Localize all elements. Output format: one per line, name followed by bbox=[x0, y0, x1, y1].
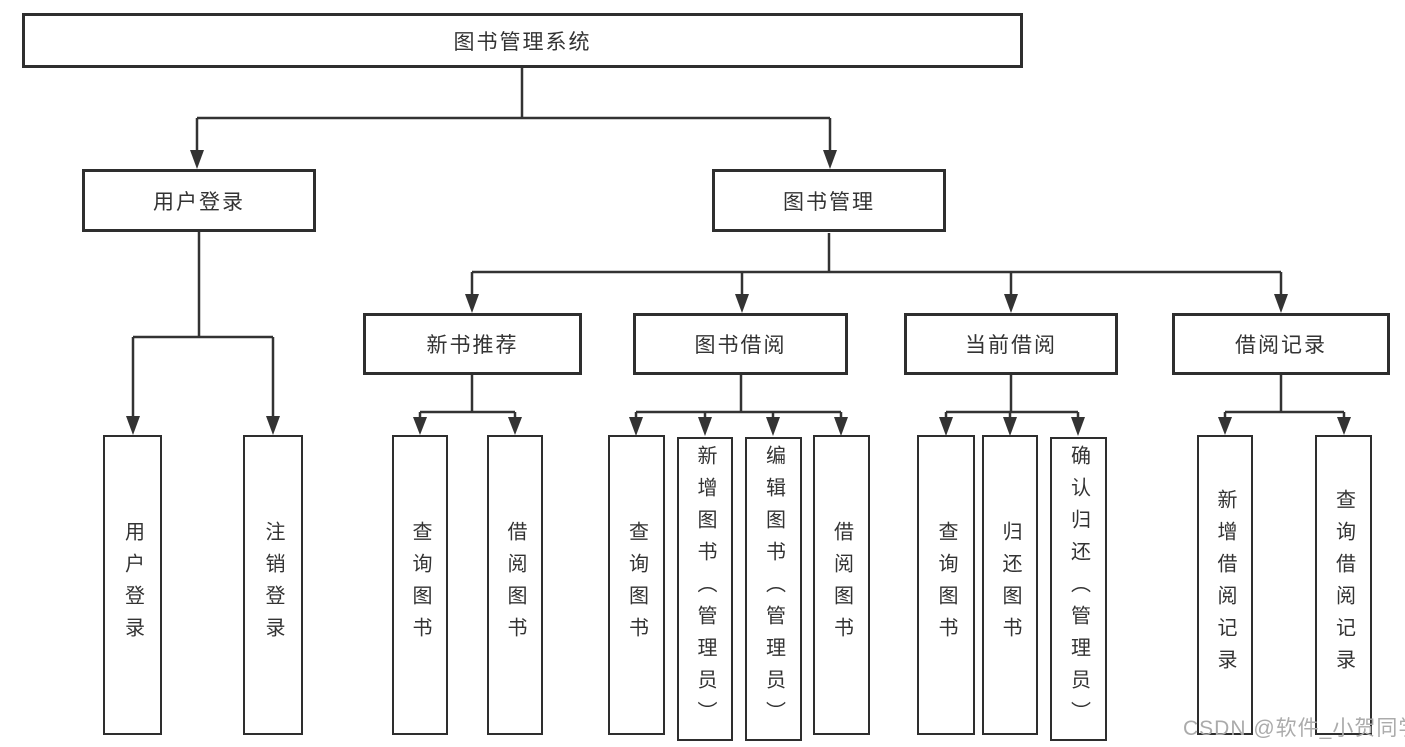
node-user-login: 用户登录 bbox=[82, 169, 316, 232]
leaf-borrow-query-label: 查询图书 bbox=[625, 521, 648, 649]
connector-current-borrow bbox=[939, 375, 1085, 436]
leaf-user-login-label: 用户登录 bbox=[121, 521, 144, 649]
connector-book-management bbox=[465, 233, 1288, 313]
node-new-book-recommend: 新书推荐 bbox=[363, 313, 582, 375]
leaf-current-query-label: 查询图书 bbox=[935, 521, 957, 649]
connector-root bbox=[190, 68, 837, 169]
leaf-newbook-query-label: 查询图书 bbox=[409, 521, 431, 649]
leaf-record-query: 查询借阅记录 bbox=[1315, 435, 1372, 735]
leaf-logout-label: 注销登录 bbox=[262, 521, 284, 649]
leaf-borrow-edit-admin-label: 编辑图书（管理员） bbox=[762, 445, 785, 733]
leaf-current-return: 归还图书 bbox=[982, 435, 1038, 735]
leaf-borrow-add-admin: 新增图书（管理员） bbox=[677, 437, 733, 741]
node-book-management-label: 图书管理 bbox=[783, 190, 875, 214]
leaf-record-add-label: 新增借阅记录 bbox=[1214, 489, 1236, 681]
connector-user-login bbox=[126, 232, 280, 435]
node-current-borrow: 当前借阅 bbox=[904, 313, 1118, 375]
leaf-current-confirm-admin: 确认归还（管理员） bbox=[1050, 437, 1107, 741]
node-new-book-recommend-label: 新书推荐 bbox=[426, 334, 519, 357]
leaf-current-query: 查询图书 bbox=[917, 435, 975, 735]
leaf-newbook-borrow-label: 借阅图书 bbox=[504, 521, 526, 649]
leaf-borrow-book-label: 借阅图书 bbox=[830, 521, 853, 649]
leaf-borrow-add-admin-label: 新增图书（管理员） bbox=[694, 445, 716, 733]
node-user-login-label: 用户登录 bbox=[153, 190, 245, 214]
connector-new-book bbox=[413, 375, 522, 435]
node-book-management: 图书管理 bbox=[712, 169, 946, 232]
connector-borrow-records bbox=[1218, 375, 1351, 435]
node-borrow-records: 借阅记录 bbox=[1172, 313, 1390, 375]
leaf-newbook-borrow: 借阅图书 bbox=[487, 435, 543, 735]
node-root-system: 图书管理系统 bbox=[22, 13, 1023, 68]
leaf-borrow-query: 查询图书 bbox=[608, 435, 665, 735]
leaf-newbook-query: 查询图书 bbox=[392, 435, 448, 735]
leaf-record-query-label: 查询借阅记录 bbox=[1332, 489, 1355, 681]
node-current-borrow-label: 当前借阅 bbox=[965, 334, 1057, 357]
connector-book-borrow bbox=[629, 375, 848, 436]
watermark-text: CSDN @软件_小贺同学 bbox=[1183, 717, 1405, 740]
node-book-borrow: 图书借阅 bbox=[633, 313, 848, 375]
node-borrow-records-label: 借阅记录 bbox=[1235, 334, 1327, 357]
node-book-borrow-label: 图书借阅 bbox=[694, 334, 787, 357]
leaf-current-confirm-admin-label: 确认归还（管理员） bbox=[1067, 445, 1090, 733]
node-root-label: 图书管理系统 bbox=[453, 30, 592, 54]
leaf-record-add: 新增借阅记录 bbox=[1197, 435, 1253, 735]
leaf-borrow-edit-admin: 编辑图书（管理员） bbox=[745, 437, 802, 741]
leaf-user-login: 用户登录 bbox=[103, 435, 162, 735]
leaf-current-return-label: 归还图书 bbox=[999, 521, 1021, 649]
leaf-logout: 注销登录 bbox=[243, 435, 303, 735]
leaf-borrow-book: 借阅图书 bbox=[813, 435, 870, 735]
